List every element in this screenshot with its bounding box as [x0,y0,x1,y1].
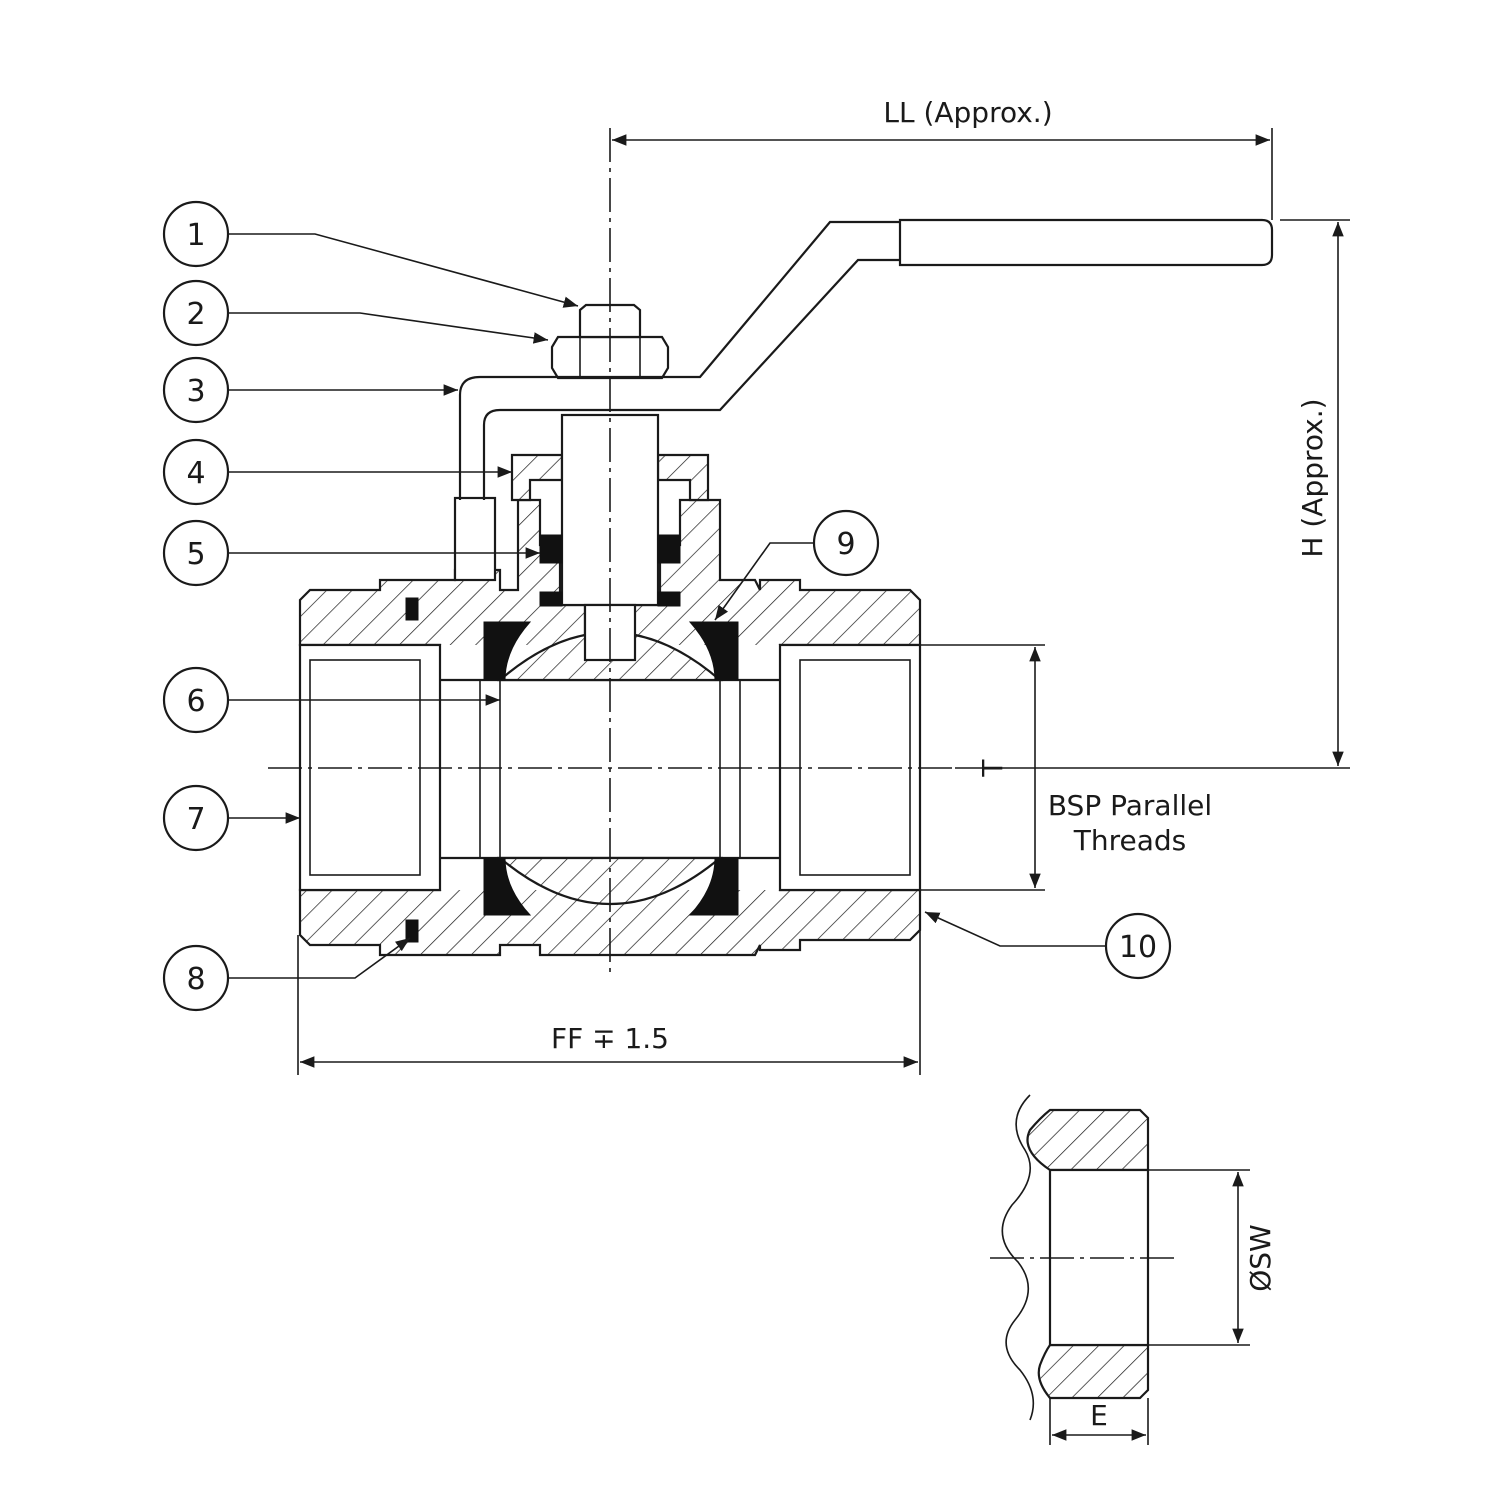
callout-1: 1 [162,200,230,268]
handle-stop [453,496,497,582]
seat-bottom-right [688,857,739,916]
stem-seal-left [539,534,563,564]
seat-top-right [688,621,739,681]
callout-4: 4 [162,438,230,506]
callout-1-number: 1 [186,218,205,253]
stem-seal-right [657,534,681,564]
thread-note-line1: BSP Parallel [1048,789,1212,822]
callout-6-number: 6 [186,684,205,719]
detail-top-wall [1026,1108,1150,1172]
callout-2-number: 2 [186,297,205,332]
h-label: H (Approx.) [1296,398,1329,557]
callout-7: 7 [162,784,230,852]
callout-10: 10 [1104,912,1172,980]
detail-bottom-wall [1037,1343,1150,1400]
sw-label: ØSW [1244,1224,1277,1292]
gland-left [510,453,564,502]
t-label: T [976,759,1009,778]
seat-top-left [483,621,532,681]
dimension-h: H (Approx.) [955,219,1350,769]
gland-right [656,453,710,502]
handle-grip [898,218,1274,267]
callout-5-number: 5 [186,537,205,572]
detail-break-line [1001,1094,1035,1421]
callout-leaders [228,233,1106,979]
e-label: E [1090,1399,1108,1432]
body-seal-top [405,597,419,621]
dimension-t: T BSP Parallel Threads [920,644,1212,891]
callout-2: 2 [162,279,230,347]
seat-bottom-left [483,857,532,916]
callout-10-number: 10 [1119,930,1157,965]
callout-7-number: 7 [186,802,205,837]
callout-3: 3 [162,356,230,424]
callout-3-number: 3 [186,374,205,409]
callout-8: 8 [162,944,230,1012]
dimension-ff: FF ∓ 1.5 [297,930,921,1075]
socket-weld-detail: ØSW E [990,1094,1277,1445]
callout-9: 9 [812,509,880,577]
ff-label: FF ∓ 1.5 [551,1022,669,1055]
ll-label: LL (Approx.) [883,96,1052,129]
handle-lever [458,218,1274,500]
dimension-ll: LL (Approx.) [612,96,1273,220]
stem-washer-right [657,591,681,607]
callout-6: 6 [162,666,230,734]
thread-note-line2: Threads [1073,824,1187,857]
callout-5: 5 [162,519,230,587]
callout-4-number: 4 [186,456,205,491]
stem-washer-left [539,591,563,607]
callout-8-number: 8 [186,962,205,997]
callout-9-number: 9 [836,527,855,562]
body-seal-bottom [405,919,419,943]
